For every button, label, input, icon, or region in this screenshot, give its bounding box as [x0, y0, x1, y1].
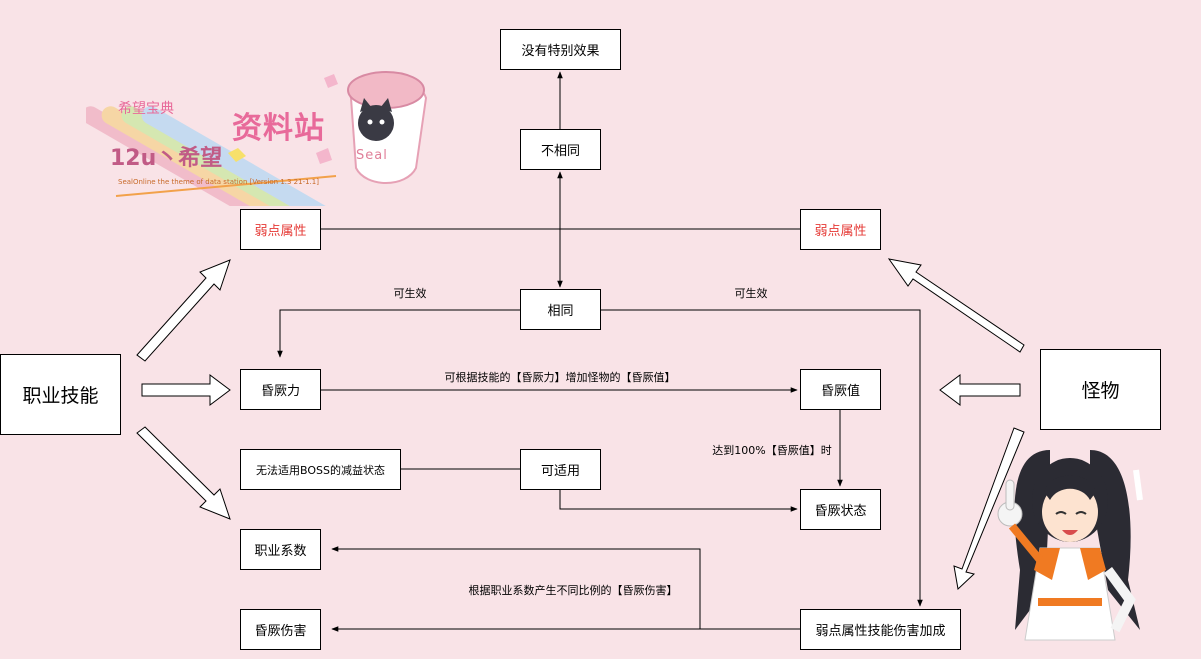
- block-arrow-job-to-job-coef: [136, 426, 231, 520]
- block-arrow-monster-to-weak-damage: [953, 427, 1025, 590]
- node-weak-attr-left: 弱点属性: [240, 209, 321, 250]
- node-boss-debuff: 无法适用BOSS的减益状态: [240, 449, 401, 490]
- node-stun-damage: 昏厥伤害: [240, 609, 321, 650]
- node-stun-value: 昏厥值: [800, 369, 881, 410]
- node-same: 相同: [520, 289, 601, 330]
- label-job-coef-desc: 根据职业系数产生不同比例的【昏厥伤害】: [468, 584, 678, 597]
- logo-title: 资料站: [232, 111, 325, 146]
- arrow-same-to-weak-damage: [600, 309, 923, 607]
- node-job-skill: 职业技能: [0, 354, 121, 435]
- block-arrow-job-to-weak-attr: [136, 259, 231, 362]
- label-stun-power-desc: 可根据技能的【昏厥力】增加怪物的【昏厥值】: [444, 371, 676, 384]
- label-reach-100: 达到100%【昏厥值】时: [712, 444, 832, 457]
- arrow-same-to-stun-power: [277, 309, 520, 358]
- label-effective-right: 可生效: [734, 287, 768, 300]
- arrow-to-job-coef: [331, 546, 701, 629]
- arrow-applicable-to-stun-state: [559, 490, 798, 512]
- logo-seal-text: Seal: [356, 148, 388, 163]
- character-illustration: [990, 430, 1150, 652]
- node-job-coef: 职业系数: [240, 529, 321, 570]
- node-stun-power: 昏厥力: [240, 369, 321, 410]
- node-monster: 怪物: [1040, 349, 1161, 430]
- logo-number: 12u丶希望: [110, 146, 223, 171]
- node-different: 不相同: [520, 129, 601, 170]
- node-stun-state: 昏厥状态: [800, 489, 881, 530]
- logo-caption: SealOnline the theme of data station [Ve…: [118, 178, 319, 186]
- logo-subtitle: 希望宝典: [118, 101, 174, 117]
- label-effective-left: 可生效: [393, 287, 427, 300]
- block-arrow-monster-to-stun-value: [939, 374, 1021, 406]
- node-no-effect: 没有特别效果: [500, 29, 621, 70]
- block-arrow-job-to-stun-power: [141, 374, 231, 406]
- node-weak-attr-right: 弱点属性: [800, 209, 881, 250]
- node-weak-damage-bonus: 弱点属性技能伤害加成: [800, 609, 961, 650]
- node-applicable: 可适用: [520, 449, 601, 490]
- block-arrow-monster-to-weak-attr: [887, 258, 1025, 353]
